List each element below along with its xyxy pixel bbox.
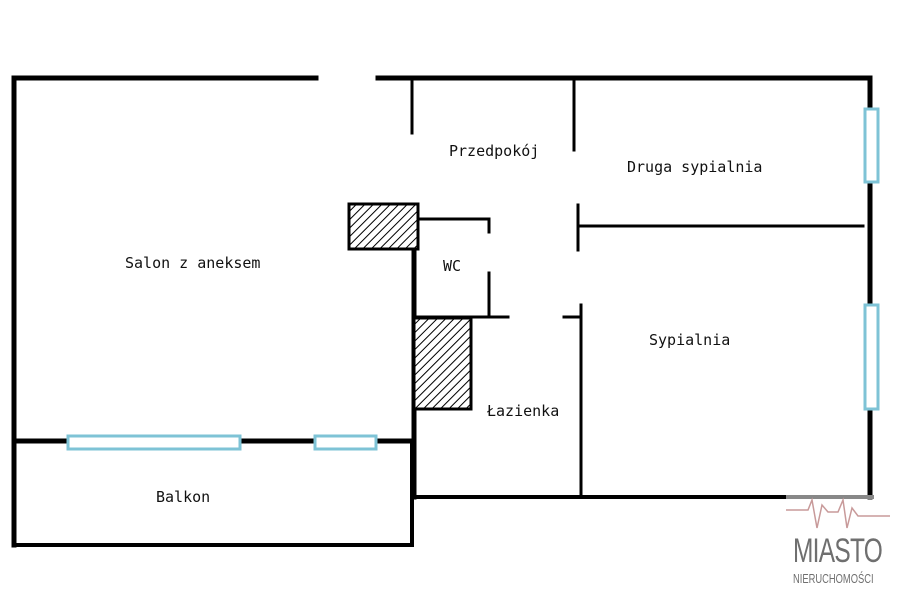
room-label-wc: WC <box>443 257 462 275</box>
window-salon-large <box>66 434 242 451</box>
room-label-salon: Salon z aneksem <box>125 254 261 272</box>
room-label-sypialnia: Sypialnia <box>649 331 731 349</box>
chimney-shaft <box>347 202 420 251</box>
window-druga-sypialnia <box>863 107 880 184</box>
logo-title: MIASTO <box>793 532 883 570</box>
window-sypialnia <box>863 303 880 411</box>
logo-subtitle: NIERUCHOMOŚCI <box>793 571 874 586</box>
room-label-druga-sypialnia: Druga sypialnia <box>627 158 763 176</box>
room-label-lazienka: Łazienka <box>487 402 560 420</box>
ventilation-shaft <box>412 316 473 411</box>
room-label-przedpokoj: Przedpokój <box>449 142 540 160</box>
walls <box>11 75 873 548</box>
logo-heartbeat-icon <box>786 495 890 529</box>
window-salon-small <box>313 434 378 451</box>
windows <box>66 107 880 451</box>
room-label-balkon: Balkon <box>156 488 211 506</box>
